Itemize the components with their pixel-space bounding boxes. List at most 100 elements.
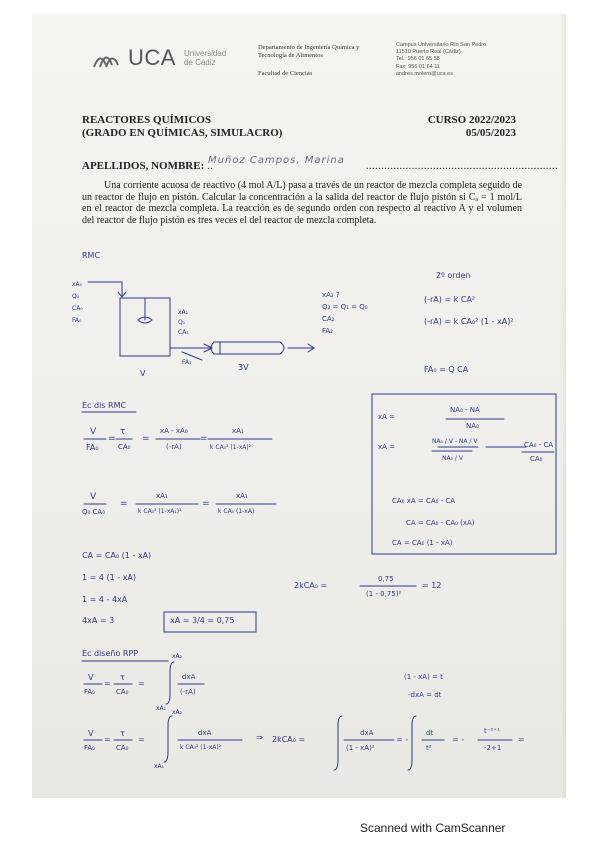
eq-term: τ	[120, 427, 126, 437]
box-term: NA₀ - NA	[450, 406, 480, 414]
solve-step: 1 = 4 (1 - xA)	[82, 573, 137, 582]
eq-term: FA₀	[84, 744, 95, 752]
problem-statement: Una corriente acuosa de reactivo (4 mol …	[82, 180, 522, 226]
handwritten-name: Muñoz Campos, Marina	[208, 155, 345, 166]
molar-flow: FA₀ = Q CA	[424, 365, 469, 374]
feed-var: CA₀	[72, 305, 83, 312]
rate-law-2: (-rA) = k CA₀² (1 - xA)²	[424, 317, 514, 326]
eq-term: dxA	[198, 729, 212, 737]
box-term: xA =	[378, 413, 396, 421]
eq-term: xA₁	[232, 427, 244, 435]
eq-term: xA₂	[172, 653, 183, 660]
eq-term: =	[202, 499, 210, 509]
eq-term: k CA₀ (1-xA)	[218, 508, 255, 515]
eq-term: t²	[426, 744, 432, 752]
box-term: CA = CA₀ - CA₀ (xA)	[406, 519, 475, 527]
eq-term: =	[108, 434, 116, 444]
solve-step: 1 = 4 - 4xA	[82, 595, 128, 604]
eq-term: =	[200, 434, 208, 444]
eq-term: =	[518, 735, 525, 744]
pfr-inlet	[203, 343, 214, 353]
subject-title: REACTORES QUÍMICOS(GRADO EN QUÍMICAS, SI…	[82, 114, 283, 139]
mid-var: CA₁	[178, 329, 189, 336]
reaction-order: 2º orden	[436, 271, 471, 280]
eq-term: = -	[396, 735, 409, 744]
eq-term: =	[120, 499, 128, 509]
eq-term: dt	[426, 729, 434, 737]
box-term: NA₀ / V	[442, 455, 463, 462]
mid-var: Q₁	[178, 319, 186, 326]
eq-term: =	[138, 679, 145, 688]
feed-var: Q₀	[72, 293, 80, 300]
name-field: APELLIDOS, NOMBRE: .. ..................…	[82, 160, 559, 172]
label-v: V	[140, 369, 146, 378]
tau-term: = 12	[422, 581, 442, 590]
eq-term: -2+1	[484, 744, 502, 752]
substitution: (1 - xA) = t	[404, 673, 443, 681]
feed-var: xA₀	[72, 281, 83, 288]
eq-term: xA₁	[154, 763, 165, 770]
substitution: -dxA = dt	[408, 691, 442, 699]
result-value: xA = 3/4 = 0,75	[170, 616, 235, 625]
eq-term: V	[90, 492, 97, 502]
eq-term: τ	[120, 673, 125, 682]
eq-term: V	[88, 673, 94, 682]
box-term: NA₀ / V - NA / V	[432, 438, 478, 445]
eq-term: 2kCA₀ =	[272, 735, 306, 744]
eq-term: xA₂	[172, 709, 183, 716]
eq-term: =	[104, 735, 111, 744]
eq-term: xA₁	[156, 705, 167, 712]
eq-term: dxA	[360, 729, 374, 737]
box-term: CA = CA₀ (1 - xA)	[392, 539, 453, 547]
eq-term: k CA₀² (1-xA₁)²	[138, 508, 182, 515]
pfr-tube	[210, 341, 285, 355]
eq-term: (-rA)	[180, 688, 196, 696]
out-var: CA₂	[322, 315, 335, 323]
eq-term: k CA₀² (1-xA)²	[180, 744, 222, 751]
feed-arrow	[87, 281, 123, 297]
implies-arrow: ⇒	[256, 733, 263, 742]
scanner-watermark: Scanned with CamScanner	[360, 821, 506, 835]
eq-term: FA₀	[86, 443, 99, 452]
tau-term: 2kCA₀ =	[294, 581, 328, 590]
conversion-box	[371, 393, 557, 555]
feed-arrowhead	[117, 291, 127, 298]
integral-sign-3	[333, 715, 343, 771]
eq-term: FA₀	[84, 688, 95, 696]
label-3v: 3V	[238, 363, 249, 372]
department-info: Departamento de Ingeniería Química y Tec…	[258, 44, 378, 78]
eq-term: CA₀	[116, 744, 129, 752]
eq-term: xA - xA₀	[160, 427, 188, 435]
result-box	[163, 611, 257, 633]
eq-term: = -	[452, 735, 465, 744]
address-block: Campus Universitario Río San Pedro 11510…	[396, 42, 487, 77]
uca-emblem-icon	[93, 56, 119, 68]
out-var: Q₂ = Q₁ = Q₀	[322, 303, 368, 311]
integral-sign-2	[163, 715, 173, 763]
eq-term: (1 - xA)²	[346, 744, 375, 752]
eq-term: xA₁	[156, 492, 168, 500]
tau-term: 0,75	[378, 575, 394, 583]
eq-term: τ	[120, 729, 125, 738]
eq-term: t⁻²⁺¹	[484, 727, 500, 735]
heading-ec-rpp: Ec diseño RPP	[82, 649, 139, 658]
box-term: CA₀	[530, 455, 543, 463]
eq-term: CA₀	[118, 443, 131, 451]
feed-var: FA₀	[72, 317, 82, 324]
eq-term: CA₀	[116, 688, 129, 696]
eq-term: Q₀ CA₀	[82, 508, 106, 516]
out-var: FA₂	[322, 327, 333, 335]
label-fa1: FA₁	[182, 359, 192, 366]
out-var: xA₂ ?	[322, 291, 340, 299]
box-term: NA₀	[466, 422, 479, 430]
faculty: Facultad de Ciencias	[258, 70, 313, 77]
handwriting-strokes	[81, 281, 557, 771]
eq-term: V	[88, 729, 94, 738]
eq-term: =	[142, 434, 150, 444]
integral-sign-4	[407, 715, 417, 771]
solve-step: 4xA = 3	[82, 616, 115, 625]
eq-term: =	[104, 679, 111, 688]
